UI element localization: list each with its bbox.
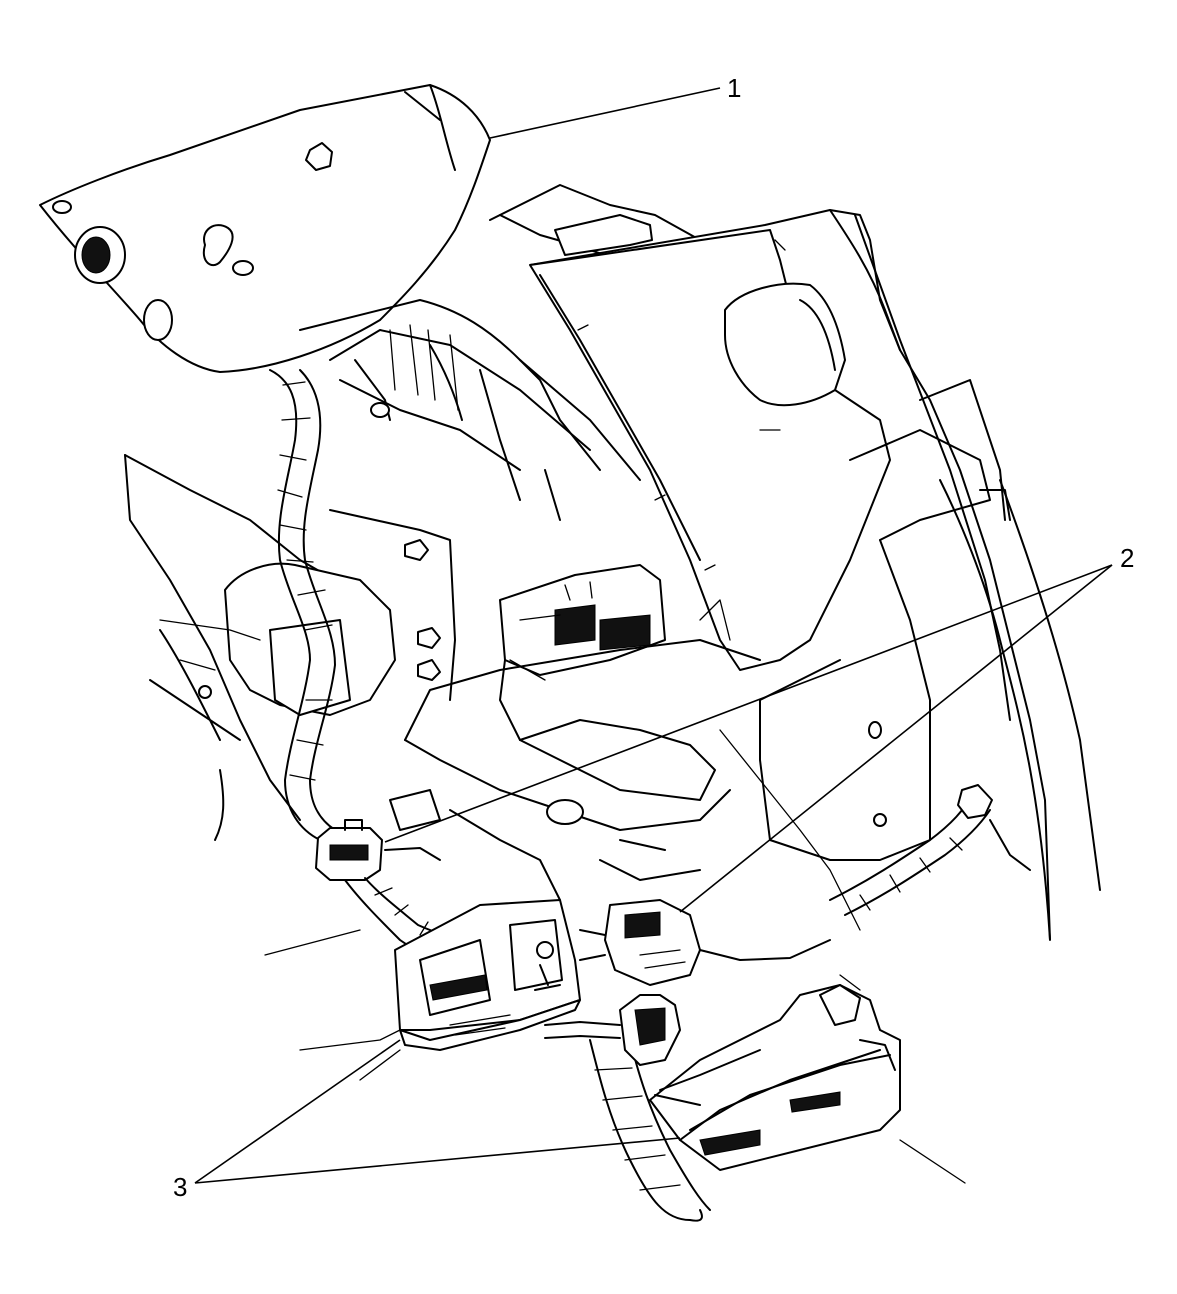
upper-left-connector [315,819,441,881]
callout-1: 1 [727,73,741,103]
cross-car-beam [529,209,1051,941]
lower-wiring-harness [344,784,1031,1222]
upper-trim-panel [39,84,491,373]
leader-3a [194,1039,401,1184]
left-side-bracket [124,454,456,841]
left-control-module [394,899,581,1051]
leader-1 [489,87,721,139]
leader-2a [384,564,1113,843]
right-control-module [544,984,901,1171]
right-side-panel [759,429,1101,941]
right-connector [579,899,831,986]
callout-3: 3 [173,1172,187,1202]
center-connector [499,564,666,741]
background-edges [159,429,966,1184]
instrument-panel-frame [299,184,701,521]
left-wiring-harness [269,369,336,841]
leader-2b [679,564,1113,913]
callout-leaders [194,87,1113,1184]
lower-mounting-plate [389,639,761,901]
callout-2: 2 [1120,543,1134,573]
leader-3b [194,1137,681,1184]
